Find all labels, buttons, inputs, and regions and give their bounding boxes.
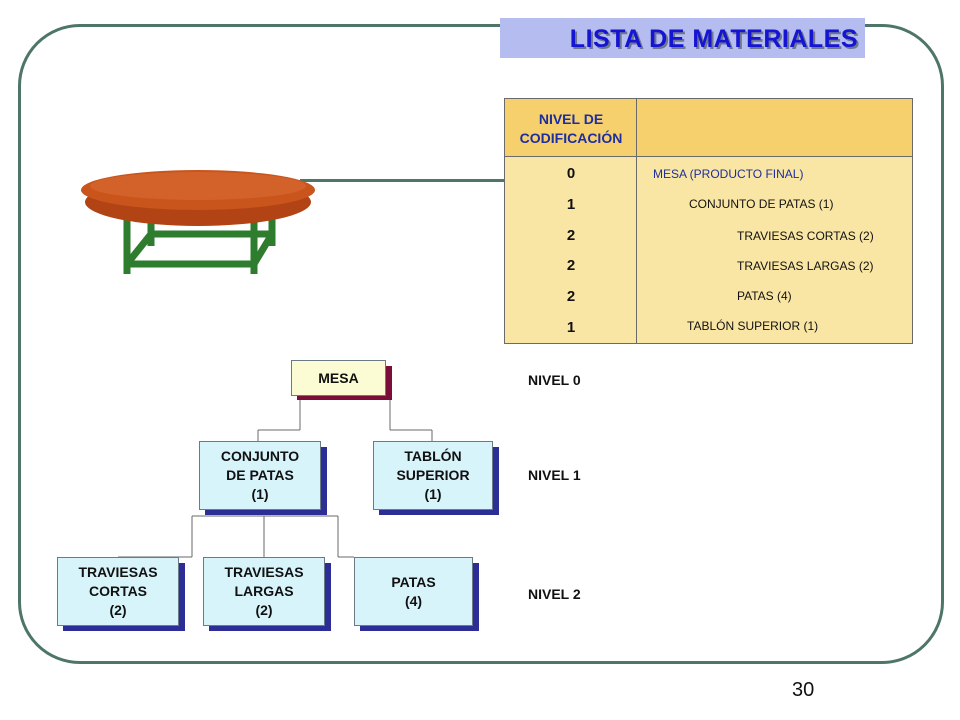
bom-item: TABLÓN SUPERIOR (1)	[687, 319, 819, 333]
node-tablon-superior: TABLÓN SUPERIOR (1)	[373, 441, 493, 510]
bom-item: CONJUNTO DE PATAS (1)	[689, 197, 834, 211]
level-label-2: NIVEL 2	[528, 586, 581, 602]
node-mesa: MESA	[291, 360, 386, 396]
title-banner	[500, 18, 865, 58]
bom-level: 2	[566, 227, 576, 244]
bom-level: 0	[566, 165, 576, 182]
node-conjunto-de-patas: CONJUNTO DE PATAS (1)	[199, 441, 321, 510]
node-traviesas-largas: TRAVIESAS LARGAS (2)	[203, 557, 325, 626]
node-traviesas-cortas: TRAVIESAS CORTAS (2)	[57, 557, 179, 626]
slide-frame	[18, 24, 944, 664]
node-patas: PATAS (4)	[354, 557, 473, 626]
table-top-icon	[81, 170, 315, 226]
bom-level: 1	[566, 196, 576, 213]
bom-item: TRAVIESAS CORTAS (2)	[737, 229, 874, 243]
frame-divider-line	[300, 179, 506, 182]
tree-connectors	[118, 396, 433, 558]
bom-level: 2	[566, 257, 576, 274]
bom-level: 1	[566, 319, 576, 336]
bom-header-text: NIVEL DE CODIFICACIÓN	[519, 111, 623, 146]
page-number: 30	[792, 679, 815, 701]
bom-header-level	[505, 99, 637, 157]
bom-table: NIVEL DE CODIFICACIÓN 0 MESA (PRODUCTO F…	[504, 98, 913, 344]
bom-item: PATAS (4)	[737, 289, 792, 303]
slide-title: LISTA DE MATERIALES	[569, 25, 858, 53]
bom-level: 2	[566, 288, 576, 305]
level-label-1: NIVEL 1	[528, 467, 581, 483]
bom-item: TRAVIESAS LARGAS (2)	[737, 259, 874, 273]
bom-item: MESA (PRODUCTO FINAL)	[653, 167, 804, 181]
bom-header-items	[637, 99, 912, 157]
level-label-0: NIVEL 0	[528, 372, 581, 388]
bom-column-divider	[636, 157, 637, 343]
